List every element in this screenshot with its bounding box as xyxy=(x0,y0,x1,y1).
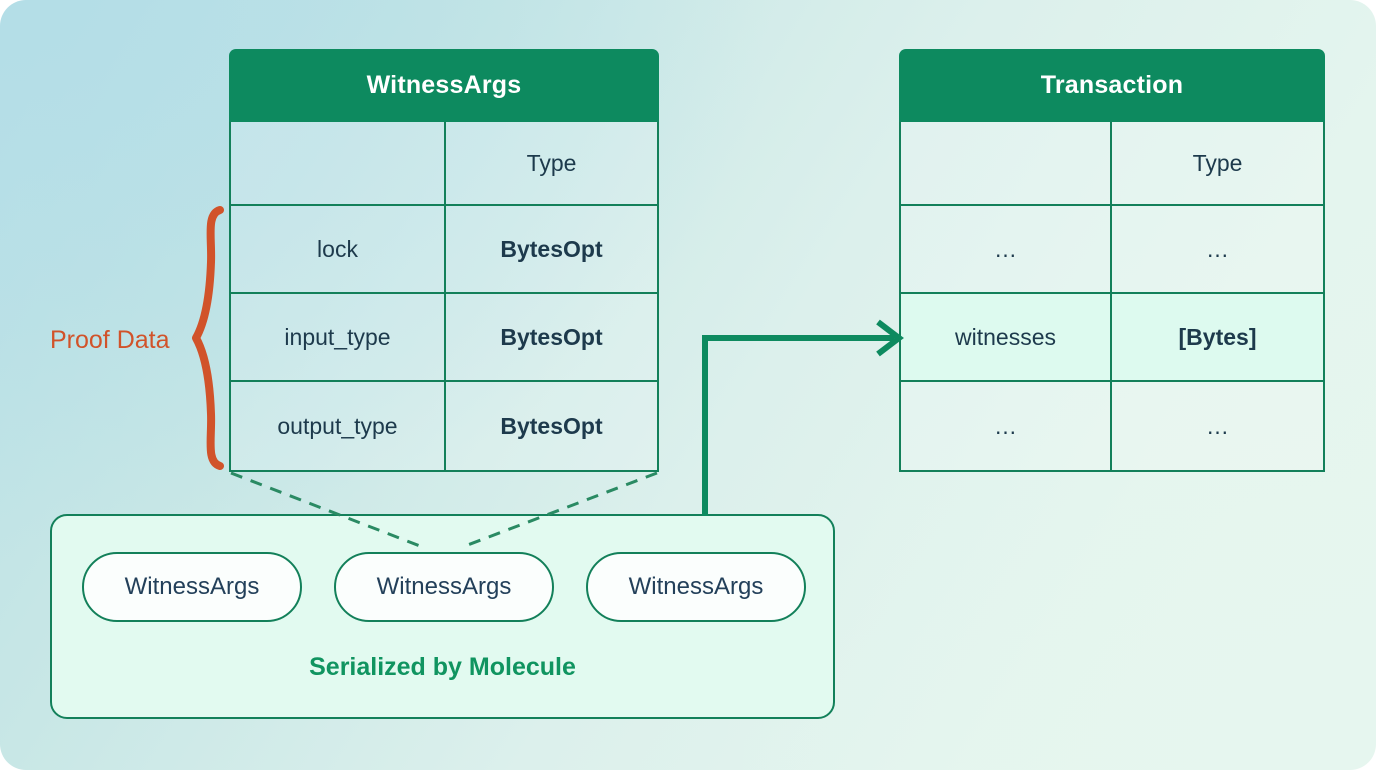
witnessargs-table-body: Type lock BytesOpt input_type BytesOpt o… xyxy=(229,122,659,472)
field-type: [Bytes] xyxy=(1112,294,1323,380)
proof-data-label: Proof Data xyxy=(50,326,170,354)
table-row: lock BytesOpt xyxy=(231,206,657,294)
list-item: WitnessArgs xyxy=(82,552,302,622)
proof-data-brace xyxy=(192,206,224,470)
table-row: input_type BytesOpt xyxy=(231,294,657,382)
list-item: WitnessArgs xyxy=(586,552,806,622)
field-name: … xyxy=(901,206,1112,292)
table-row: … … xyxy=(901,206,1323,294)
table-header-row: Type xyxy=(231,122,657,206)
transaction-table-header: Transaction xyxy=(899,49,1325,122)
column-header-name xyxy=(231,122,446,204)
column-header-type: Type xyxy=(446,122,657,204)
list-item: WitnessArgs xyxy=(334,552,554,622)
serialized-panel: WitnessArgs WitnessArgs WitnessArgs Seri… xyxy=(50,514,835,719)
table-row: output_type BytesOpt xyxy=(231,382,657,470)
witnessargs-table-header: WitnessArgs xyxy=(229,49,659,122)
field-type: BytesOpt xyxy=(446,206,657,292)
field-type: BytesOpt xyxy=(446,294,657,380)
field-type: BytesOpt xyxy=(446,382,657,470)
column-header-name xyxy=(901,122,1112,204)
witnessargs-table: WitnessArgs Type lock BytesOpt input_typ… xyxy=(229,49,659,472)
field-name: witnesses xyxy=(901,294,1112,380)
panel-caption: Serialized by Molecule xyxy=(309,653,576,681)
transaction-table: Transaction Type … … witnesses [Bytes] …… xyxy=(899,49,1325,472)
transaction-table-body: Type … … witnesses [Bytes] … … xyxy=(899,122,1325,472)
field-name: … xyxy=(901,382,1112,470)
field-type: … xyxy=(1112,206,1323,292)
field-name: input_type xyxy=(231,294,446,380)
table-row: … … xyxy=(901,382,1323,470)
field-name: output_type xyxy=(231,382,446,470)
field-name: lock xyxy=(231,206,446,292)
field-type: … xyxy=(1112,382,1323,470)
column-header-type: Type xyxy=(1112,122,1323,204)
table-header-row: Type xyxy=(901,122,1323,206)
table-row-witnesses: witnesses [Bytes] xyxy=(901,294,1323,382)
witnesses-arrow xyxy=(702,319,904,516)
